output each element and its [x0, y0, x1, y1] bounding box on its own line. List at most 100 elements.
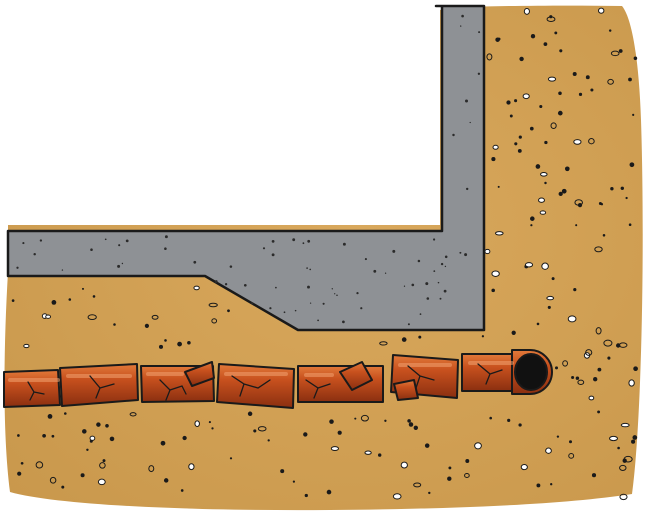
- concrete-speck: [292, 238, 296, 242]
- soil-pebble: [535, 164, 541, 169]
- soil-pebble: [625, 196, 628, 200]
- soil-pebble: [45, 314, 52, 319]
- concrete-speck: [125, 239, 129, 243]
- soil-pebble: [598, 7, 605, 14]
- soil-pebble: [413, 425, 418, 430]
- soil-pebble: [517, 148, 522, 153]
- soil-pebble: [507, 418, 511, 422]
- soil-pebble: [208, 302, 218, 308]
- soil-pebble: [354, 417, 357, 420]
- soil-pebble: [330, 446, 339, 452]
- concrete-speck: [306, 267, 308, 269]
- soil-pebble: [602, 234, 606, 237]
- concrete-speck: [403, 285, 406, 287]
- soil-pebble: [511, 330, 516, 335]
- concrete-speck: [307, 285, 310, 289]
- soil-pebble: [17, 434, 20, 437]
- concrete-speck: [433, 270, 436, 272]
- soil-pebble: [447, 476, 452, 481]
- soil-pebble: [554, 31, 558, 35]
- soil-pebble: [484, 248, 491, 255]
- concrete-speck: [460, 25, 462, 27]
- soil-pebble: [545, 447, 552, 454]
- soil-pebble: [148, 465, 155, 473]
- soil-pebble: [572, 72, 577, 76]
- soil-pebble: [628, 223, 632, 226]
- pipe-highlight: [224, 372, 288, 376]
- soil-pebble: [633, 56, 638, 61]
- soil-pebble: [550, 122, 557, 130]
- concrete-speck: [336, 294, 338, 297]
- soil-pebble: [628, 77, 632, 82]
- pipe-segment-2: [59, 363, 139, 407]
- concrete-speck: [373, 269, 377, 273]
- concrete-speck: [444, 265, 447, 268]
- soil-pebble: [594, 246, 603, 253]
- concrete-speck: [342, 242, 346, 246]
- soil-pebble: [257, 426, 267, 432]
- soil-pebbles: [11, 7, 638, 501]
- soil-pebble: [247, 411, 253, 417]
- concrete-speck: [384, 272, 387, 274]
- soil-pebble: [68, 298, 72, 301]
- soil-pebble: [211, 427, 214, 430]
- soil-pebble: [42, 433, 46, 438]
- soil-pebble: [303, 432, 308, 437]
- soil-pebble: [109, 436, 115, 442]
- concrete-speck: [269, 307, 272, 310]
- soil-pebble: [253, 429, 257, 433]
- soil-pebble: [593, 377, 598, 382]
- soil-pebble: [492, 144, 499, 150]
- soil-pebble: [51, 434, 55, 438]
- concrete-speck: [294, 309, 297, 312]
- soil-pebble: [618, 342, 628, 348]
- soil-pebble: [524, 262, 534, 268]
- soil-pebble: [557, 110, 563, 116]
- soil-pebble: [564, 166, 570, 172]
- soil-pebble: [47, 414, 53, 419]
- soil-pebble: [384, 419, 387, 422]
- concrete-speck: [214, 280, 218, 284]
- soil-pebble: [497, 185, 500, 188]
- concrete-speck: [104, 238, 107, 241]
- soil-pebble: [541, 262, 549, 270]
- soil-pebble: [448, 466, 452, 470]
- soil-pebble: [530, 224, 533, 227]
- pipe-highlight: [304, 373, 334, 377]
- concrete-speck: [360, 307, 363, 310]
- concrete-speck: [439, 297, 442, 300]
- soil-pebble: [35, 461, 44, 469]
- soil-pebble: [379, 341, 388, 346]
- soil-pebble: [506, 100, 511, 105]
- concrete-speck: [331, 288, 333, 290]
- concrete-speck: [465, 187, 469, 191]
- soil-pebble: [543, 42, 548, 46]
- concrete-speck: [444, 255, 448, 259]
- pipe-crack: [89, 375, 115, 399]
- pipe-fragment: [393, 379, 419, 401]
- pipe-crack: [27, 381, 45, 401]
- concrete-speck: [342, 320, 345, 324]
- soil-pebble: [514, 99, 518, 103]
- pipe-cracks: [27, 363, 503, 401]
- soil-pebble: [194, 420, 200, 428]
- soil-pebble: [551, 277, 555, 281]
- soil-pebble: [544, 140, 548, 145]
- soil-pebble: [51, 300, 57, 305]
- soil-pebble: [413, 482, 422, 488]
- concrete-speck: [309, 268, 312, 271]
- soil-pebble: [573, 288, 577, 292]
- soil-pebble: [160, 440, 166, 446]
- soil-pebble: [495, 37, 500, 42]
- concrete-speck: [262, 247, 266, 250]
- concrete-speck: [322, 302, 325, 305]
- soil-pebble: [633, 366, 638, 372]
- soil-pebble: [424, 443, 430, 448]
- concrete-speck: [425, 282, 429, 286]
- pipe-crack: [159, 379, 187, 401]
- soil-pebble: [326, 489, 332, 495]
- soil-pebble: [491, 270, 500, 277]
- soil-pebble: [89, 435, 96, 441]
- soil-pebble: [99, 462, 106, 469]
